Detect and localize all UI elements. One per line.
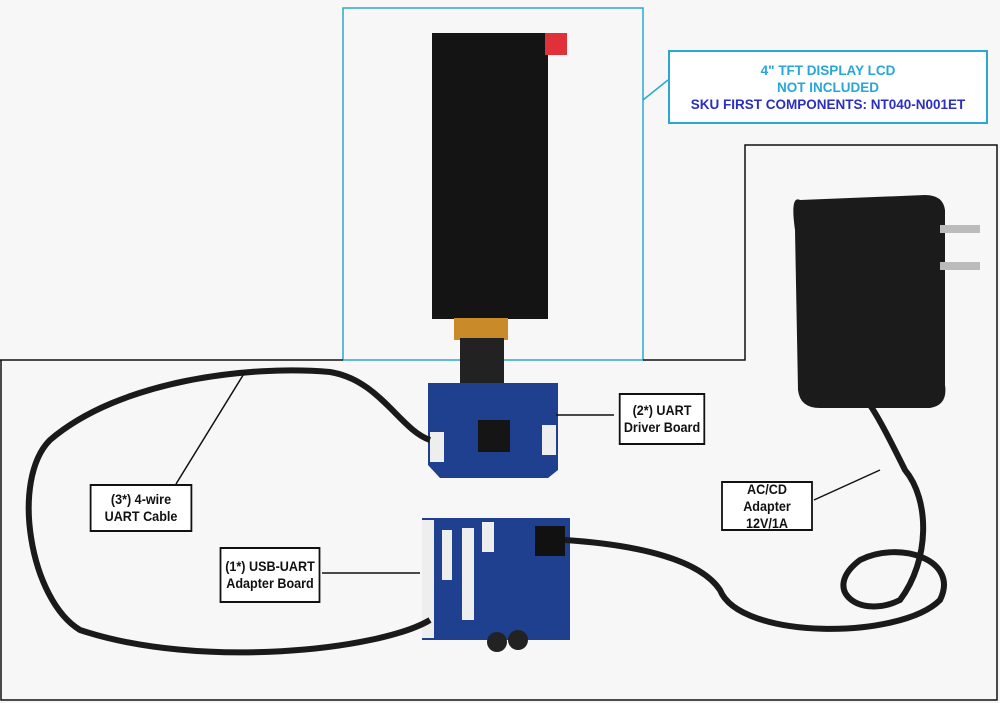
power-adapter-label: AC/CD Adapter 12V/1A bbox=[721, 481, 813, 531]
capacitor-2 bbox=[508, 630, 528, 650]
capacitor bbox=[487, 632, 507, 652]
label-line: AC/CD Adapter bbox=[743, 480, 791, 514]
lcd-protective-tab bbox=[545, 33, 567, 55]
plug-prong-2 bbox=[940, 262, 980, 270]
label-line: Adapter Board bbox=[226, 575, 314, 591]
lcd-note-line: 4" TFT DISPLAY LCD bbox=[760, 62, 896, 78]
label-line: (2*) UART bbox=[632, 402, 692, 418]
flex-cable bbox=[460, 338, 504, 386]
plug-prong bbox=[940, 225, 980, 233]
power-leader bbox=[813, 469, 881, 501]
lcd-note-leader bbox=[642, 79, 669, 101]
label-line: 12V/1A bbox=[745, 514, 789, 531]
adapter-connector bbox=[422, 520, 434, 638]
label-line: (3*) 4-wire bbox=[110, 491, 172, 507]
kit-frame bbox=[0, 144, 998, 701]
adapter-connector-2 bbox=[442, 530, 452, 580]
driver-connector bbox=[430, 432, 444, 462]
lcd-note-sku: SKU FIRST COMPONENTS: NT040-N001ET bbox=[690, 96, 966, 112]
driver-connector-2 bbox=[542, 425, 556, 455]
uart-cable bbox=[25, 367, 432, 656]
power-cable bbox=[564, 403, 947, 632]
label-line: (1*) USB-UART bbox=[225, 558, 315, 574]
driver-board-label: (2*) UART Driver Board bbox=[618, 393, 706, 445]
ac-adapter bbox=[793, 195, 946, 408]
cable-leader bbox=[175, 371, 246, 485]
cable-label: (3*) 4-wire UART Cable bbox=[89, 484, 193, 532]
lcd-panel bbox=[432, 33, 548, 319]
driver-chip bbox=[478, 420, 510, 452]
dc-jack bbox=[535, 526, 565, 556]
label-line: Driver Board bbox=[623, 419, 701, 435]
lcd-not-included-note: 4" TFT DISPLAY LCD NOT INCLUDED SKU FIRS… bbox=[668, 50, 988, 124]
lcd-note-line: NOT INCLUDED bbox=[777, 79, 879, 95]
adapter-board-label: (1*) USB-UART Adapter Board bbox=[219, 547, 321, 603]
label-line: UART Cable bbox=[104, 508, 178, 524]
adapter-connector-4 bbox=[482, 522, 494, 552]
lcd-flex-connector bbox=[454, 318, 508, 340]
adapter-connector-3 bbox=[462, 528, 474, 620]
